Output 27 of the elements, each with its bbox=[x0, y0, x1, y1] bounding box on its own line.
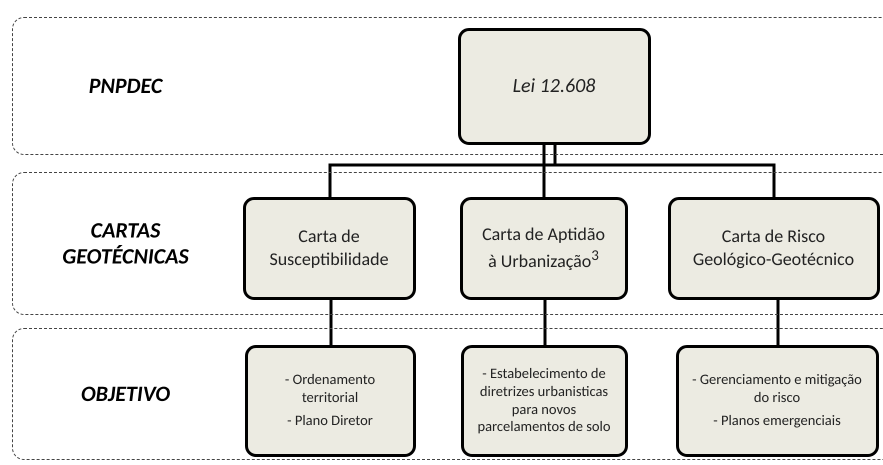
box-text: - Gerenciamento e mitigação do risco bbox=[691, 370, 863, 406]
box-text: - Planos emergenciais bbox=[713, 412, 841, 430]
box-text: Lei 12.608 bbox=[512, 74, 596, 98]
connector-line bbox=[330, 300, 332, 345]
connector-line bbox=[776, 300, 780, 345]
box-text: Carta de Risco Geológico-Geotécnico bbox=[692, 224, 856, 272]
box-text: - Plano Diretor bbox=[287, 412, 373, 430]
box-text: Carta de Aptidão à Urbanização$^{3}$ bbox=[481, 223, 606, 273]
connector-line bbox=[554, 145, 776, 197]
row-heading: OBJETIVO bbox=[80, 380, 172, 408]
rounded-box bbox=[458, 28, 650, 144]
box-text: - Estabelecimento de diretrizes urbanisticas para novos parcelamentos de solo bbox=[476, 365, 612, 436]
box-text: - Ordenamento territorial bbox=[284, 370, 376, 406]
rounded-box bbox=[460, 196, 628, 300]
row-heading: PNPDEC bbox=[88, 72, 164, 100]
dashed-band bbox=[12, 328, 883, 460]
rounded-box bbox=[460, 344, 628, 456]
dashed-band bbox=[12, 17, 883, 155]
connector-line bbox=[544, 300, 546, 345]
rounded-box bbox=[676, 344, 878, 456]
rounded-box bbox=[244, 344, 416, 456]
box-text: Carta de Susceptibilidade bbox=[268, 224, 390, 272]
dashed-band bbox=[12, 172, 883, 315]
row-heading: CARTAS GEOTÉCNICAS bbox=[61, 217, 190, 270]
rounded-box bbox=[668, 196, 880, 300]
rounded-box bbox=[242, 196, 416, 300]
connector-line bbox=[542, 145, 546, 197]
